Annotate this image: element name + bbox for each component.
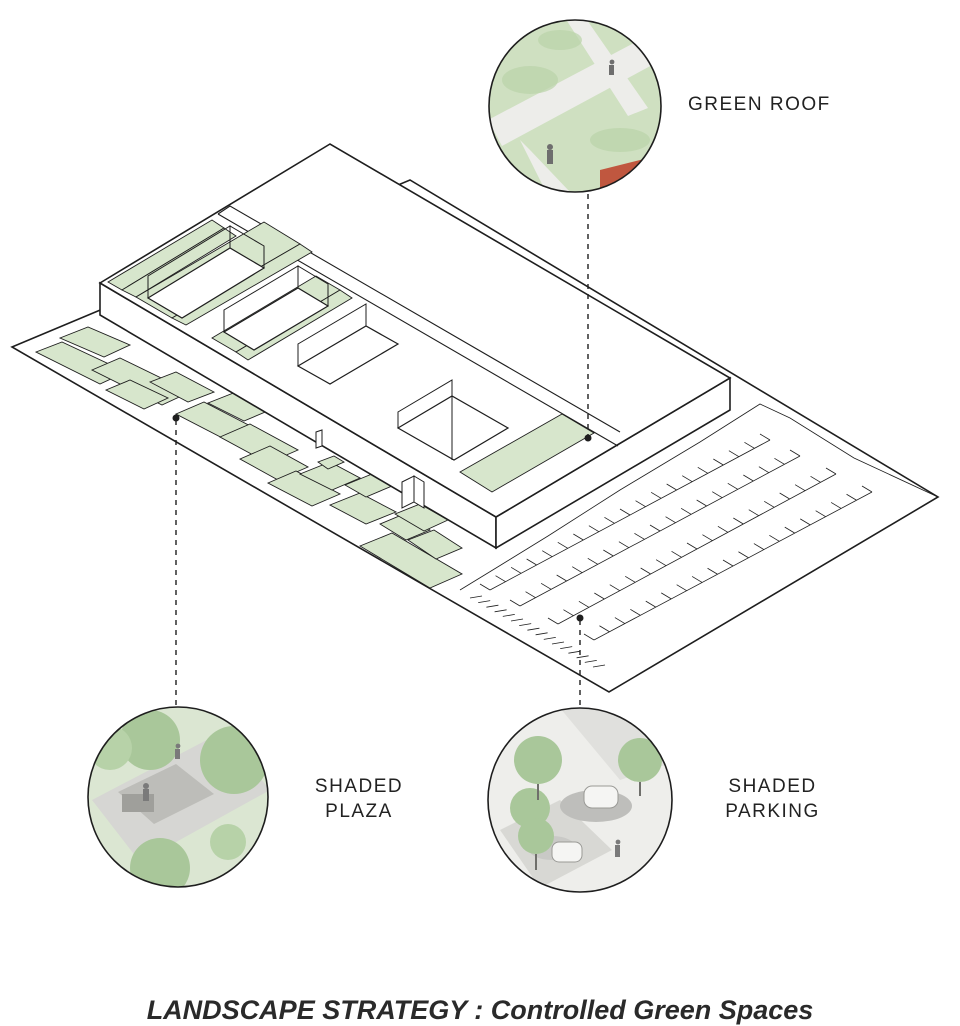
green-roof-label-text: GREEN ROOF bbox=[688, 94, 831, 115]
leader-dot-parking bbox=[576, 614, 584, 622]
shaded-plaza-vignette bbox=[87, 706, 269, 888]
plaza-green-areas bbox=[34, 326, 463, 589]
leader-dot-plaza bbox=[172, 414, 180, 422]
callout-leaders bbox=[175, 194, 589, 707]
leader-dot-roof bbox=[584, 434, 592, 442]
shaded-parking-vignette bbox=[487, 707, 673, 893]
parking-lot bbox=[459, 403, 939, 668]
kiosk bbox=[315, 429, 425, 509]
diagram-title: LANDSCAPE STRATEGY : Controlled Green Sp… bbox=[146, 995, 814, 1025]
shaded-plaza-label: SHADED PLAZA bbox=[300, 774, 418, 824]
green-roof-label: GREEN ROOF bbox=[688, 92, 831, 117]
shaded-parking-label-line1: SHADED bbox=[728, 776, 817, 797]
green-roof-vignette bbox=[488, 19, 662, 193]
shaded-plaza-label-line1: SHADED bbox=[314, 776, 404, 797]
courtyard-voids bbox=[146, 247, 510, 461]
shaded-parking-label: SHADED PARKING bbox=[705, 774, 840, 824]
shaded-plaza-label-line2: PLAZA bbox=[325, 801, 393, 822]
shaded-parking-label-line2: PARKING bbox=[725, 801, 820, 822]
